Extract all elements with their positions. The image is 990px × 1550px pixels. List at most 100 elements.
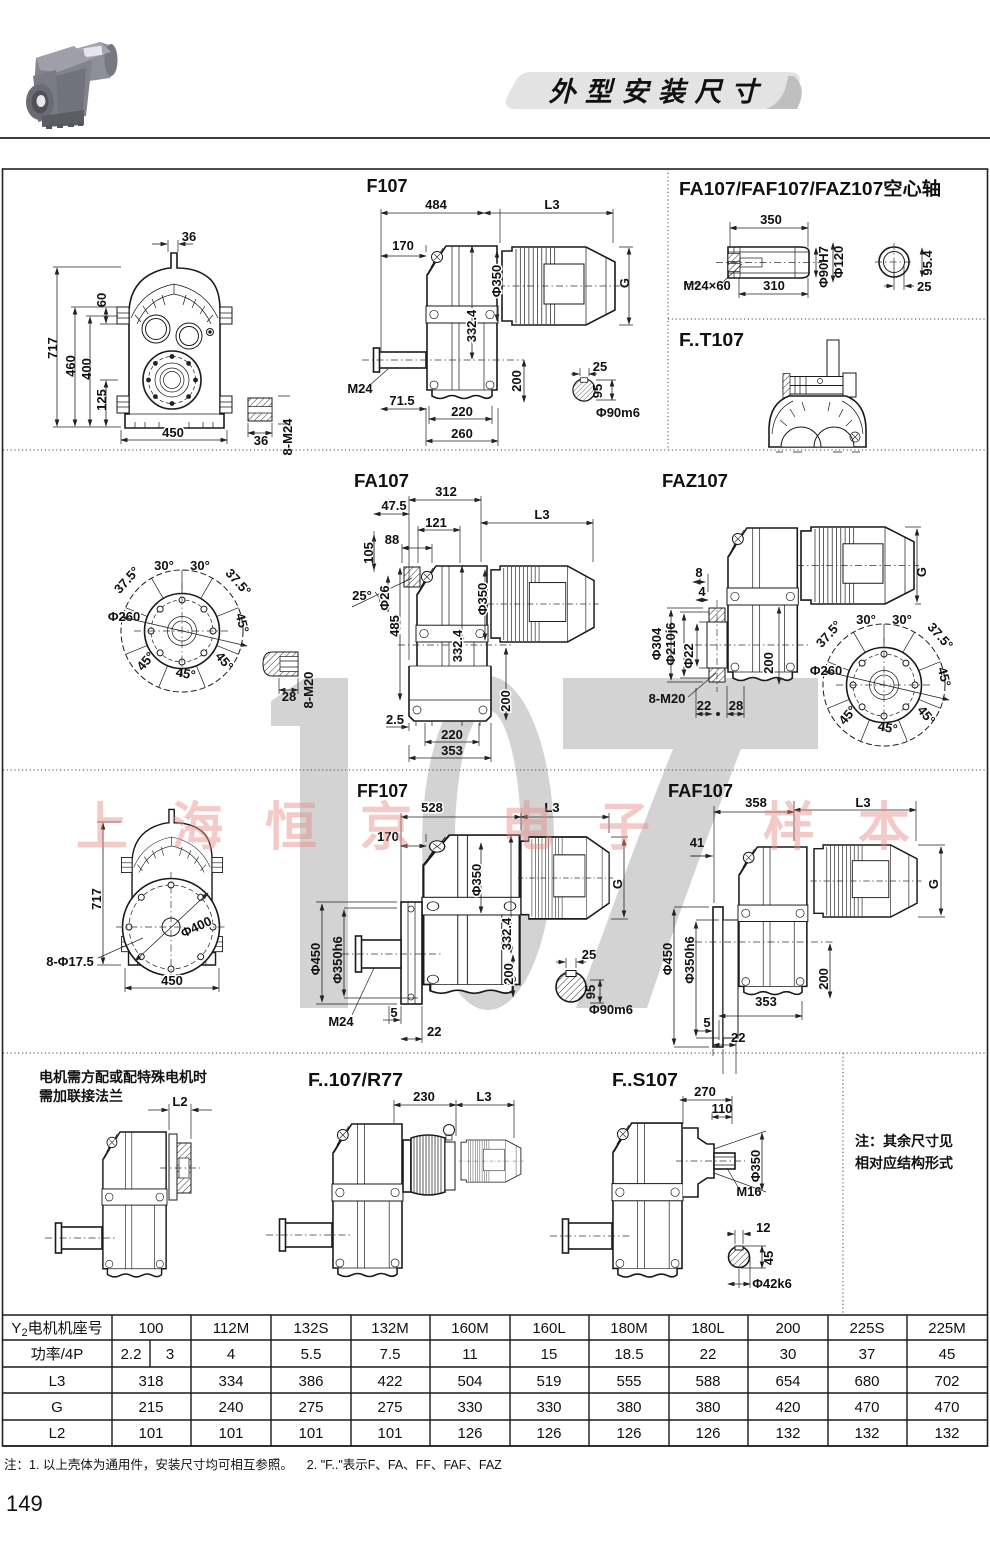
svg-text:484: 484 bbox=[425, 197, 447, 212]
svg-text:Φ350: Φ350 bbox=[748, 1150, 763, 1182]
svg-text:105: 105 bbox=[361, 542, 376, 564]
svg-text:95: 95 bbox=[590, 384, 605, 398]
svg-text:180L: 180L bbox=[691, 1320, 724, 1337]
svg-text:71.5: 71.5 bbox=[389, 393, 414, 408]
svg-text:注：1. 以上壳体为通用件，安装尺寸均可相互参照。 2: 注：1. 以上壳体为通用件，安装尺寸均可相互参照。 2. "F.."表示F、FA… bbox=[4, 1457, 502, 1472]
svg-text:子: 子 bbox=[598, 799, 650, 857]
svg-text:717: 717 bbox=[89, 888, 104, 910]
svg-text:Φ450: Φ450 bbox=[660, 943, 675, 975]
svg-text:334: 334 bbox=[218, 1373, 243, 1390]
svg-text:15: 15 bbox=[541, 1346, 558, 1363]
svg-text:400: 400 bbox=[79, 358, 94, 380]
svg-text:220: 220 bbox=[451, 404, 473, 419]
svg-text:G: G bbox=[926, 879, 941, 889]
svg-text:8-M20: 8-M20 bbox=[301, 672, 316, 709]
svg-text:101: 101 bbox=[298, 1425, 323, 1442]
svg-text:358: 358 bbox=[745, 795, 767, 810]
svg-text:G: G bbox=[51, 1399, 63, 1416]
svg-text:样: 样 bbox=[763, 799, 815, 857]
svg-text:45°: 45° bbox=[175, 664, 197, 682]
svg-text:36: 36 bbox=[182, 229, 196, 244]
svg-text:25°: 25° bbox=[352, 588, 372, 603]
svg-text:M24: M24 bbox=[328, 1014, 354, 1029]
svg-text:Φ350: Φ350 bbox=[475, 583, 490, 615]
svg-text:2.5: 2.5 bbox=[386, 712, 404, 727]
svg-text:420: 420 bbox=[775, 1399, 800, 1416]
svg-text:30°: 30° bbox=[154, 558, 174, 573]
svg-text:101: 101 bbox=[138, 1425, 163, 1442]
svg-text:588: 588 bbox=[695, 1373, 720, 1390]
svg-text:3: 3 bbox=[166, 1346, 174, 1363]
svg-text:101: 101 bbox=[218, 1425, 243, 1442]
svg-text:312: 312 bbox=[435, 484, 457, 499]
svg-text:380: 380 bbox=[616, 1399, 641, 1416]
svg-text:180M: 180M bbox=[610, 1320, 648, 1337]
svg-text:101: 101 bbox=[377, 1425, 402, 1442]
svg-text:225S: 225S bbox=[849, 1320, 884, 1337]
svg-text:Φ350h6: Φ350h6 bbox=[682, 936, 697, 984]
svg-text:30°: 30° bbox=[892, 612, 912, 627]
svg-text:M24: M24 bbox=[347, 381, 373, 396]
svg-text:126: 126 bbox=[616, 1425, 641, 1442]
svg-text:37: 37 bbox=[859, 1346, 876, 1363]
svg-text:275: 275 bbox=[377, 1399, 402, 1416]
svg-text:FAF107: FAF107 bbox=[668, 781, 733, 801]
svg-text:41: 41 bbox=[690, 835, 704, 850]
svg-text:28: 28 bbox=[729, 698, 743, 713]
svg-text:149: 149 bbox=[6, 1491, 43, 1516]
svg-text:F..107/R77: F..107/R77 bbox=[308, 1070, 403, 1090]
svg-text:注：其余尺寸见: 注：其余尺寸见 bbox=[855, 1133, 953, 1149]
svg-text:260: 260 bbox=[451, 426, 473, 441]
svg-text:22: 22 bbox=[731, 1030, 745, 1045]
svg-text:Φ450: Φ450 bbox=[308, 943, 323, 975]
svg-text:332.4: 332.4 bbox=[499, 917, 514, 950]
svg-text:7.5: 7.5 bbox=[380, 1346, 401, 1363]
svg-text:电: 电 bbox=[501, 799, 553, 857]
svg-text:132: 132 bbox=[775, 1425, 800, 1442]
svg-text:恒: 恒 bbox=[265, 799, 317, 857]
svg-text:外型安装尺寸: 外型安装尺寸 bbox=[549, 77, 768, 107]
svg-text:Φ304: Φ304 bbox=[649, 627, 664, 660]
svg-text:318: 318 bbox=[138, 1373, 163, 1390]
svg-text:485: 485 bbox=[387, 615, 402, 637]
svg-text:230: 230 bbox=[413, 1089, 435, 1104]
svg-text:121: 121 bbox=[425, 515, 447, 530]
svg-text:11: 11 bbox=[462, 1346, 478, 1363]
svg-text:200: 200 bbox=[816, 968, 831, 990]
svg-text:28: 28 bbox=[282, 689, 296, 704]
svg-text:386: 386 bbox=[298, 1373, 323, 1390]
svg-text:FF107: FF107 bbox=[357, 781, 408, 801]
svg-text:Φ260: Φ260 bbox=[810, 663, 842, 678]
svg-text:5: 5 bbox=[390, 1005, 397, 1020]
svg-text:5: 5 bbox=[703, 1015, 710, 1030]
svg-text:132: 132 bbox=[854, 1425, 879, 1442]
svg-text:332.4: 332.4 bbox=[464, 309, 479, 342]
svg-text:504: 504 bbox=[457, 1373, 482, 1390]
svg-text:4: 4 bbox=[227, 1346, 235, 1363]
svg-text:30°: 30° bbox=[856, 612, 876, 627]
svg-text:Φ210j6: Φ210j6 bbox=[663, 622, 678, 665]
svg-text:25: 25 bbox=[593, 359, 607, 374]
svg-text:12: 12 bbox=[756, 1220, 770, 1235]
svg-text:L3: L3 bbox=[476, 1089, 491, 1104]
svg-text:717: 717 bbox=[45, 337, 60, 359]
svg-text:126: 126 bbox=[536, 1425, 561, 1442]
svg-text:Φ90m6: Φ90m6 bbox=[589, 1002, 633, 1017]
svg-text:电机需方配或配特殊电机时: 电机需方配或配特殊电机时 bbox=[39, 1069, 207, 1085]
svg-text:M24×60: M24×60 bbox=[683, 278, 730, 293]
svg-text:G: G bbox=[610, 879, 625, 889]
svg-text:18.5: 18.5 bbox=[614, 1346, 643, 1363]
svg-text:45: 45 bbox=[761, 1251, 776, 1265]
svg-text:海: 海 bbox=[171, 799, 223, 857]
svg-text:30: 30 bbox=[780, 1346, 797, 1363]
svg-text:170: 170 bbox=[392, 238, 414, 253]
svg-text:上: 上 bbox=[76, 799, 128, 857]
svg-text:L3: L3 bbox=[49, 1373, 66, 1390]
svg-text:L3: L3 bbox=[544, 197, 559, 212]
svg-text:Φ350: Φ350 bbox=[489, 265, 504, 297]
svg-text:22: 22 bbox=[700, 1346, 717, 1363]
svg-text:F107: F107 bbox=[366, 176, 407, 196]
svg-text:160M: 160M bbox=[451, 1320, 489, 1337]
svg-text:Φ120: Φ120 bbox=[831, 246, 846, 278]
svg-text:170: 170 bbox=[377, 829, 399, 844]
